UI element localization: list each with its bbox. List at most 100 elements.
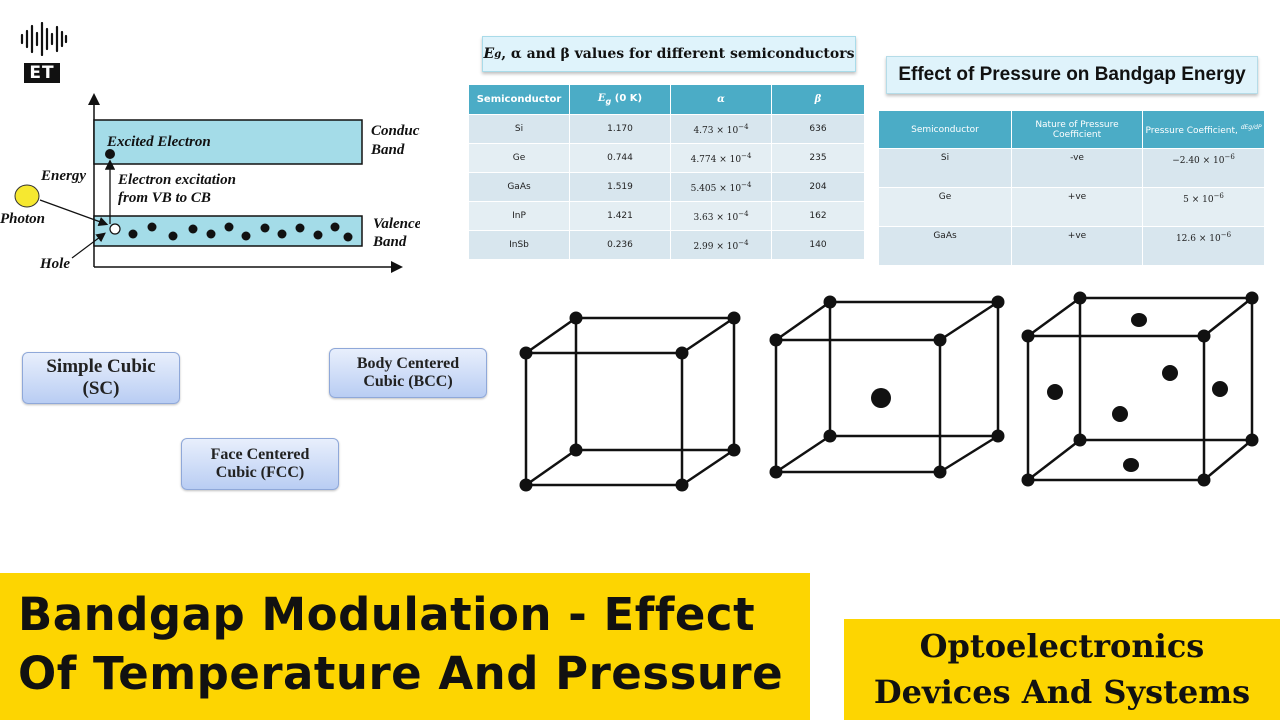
- excited-electron-label: Excited Electron: [106, 134, 211, 150]
- coef-exp: −6: [1213, 192, 1224, 200]
- table-cell: 4.73 × 10−4: [670, 114, 772, 144]
- table-cell: +ve: [1011, 226, 1143, 266]
- crystal-cubes: [519, 291, 1259, 492]
- table-cell: 2.99 × 10−4: [670, 230, 772, 260]
- table1-header: β: [771, 84, 865, 115]
- table-row: Si -ve −2.40 × 10−6: [878, 148, 1265, 188]
- table-row: Ge 0.744 4.774 × 10−4 235: [468, 143, 865, 173]
- bcc-cube: [774, 300, 1000, 474]
- excitation-label-1: Electron excitation: [117, 172, 236, 188]
- alpha-value: 4.774 × 10: [690, 154, 742, 165]
- table-cell: Si: [878, 148, 1012, 188]
- photon-label: Photon: [0, 211, 45, 227]
- coef-exp: −6: [1220, 231, 1232, 239]
- conduction-band-rect: [93, 119, 363, 165]
- table-cell: 1.421: [569, 201, 671, 231]
- alpha-value: 3.63 × 10: [693, 212, 739, 223]
- table-cell: 5.405 × 10−4: [670, 172, 772, 202]
- alpha-exp: −4: [741, 180, 752, 189]
- table-cell: 1.519: [569, 172, 671, 202]
- course-title-line-1: Optoelectronics: [919, 627, 1205, 665]
- table2-header: Nature of Pressure Coefficient: [1011, 110, 1143, 149]
- header-e-sub: g: [605, 97, 612, 106]
- table-cell: Si: [468, 114, 570, 144]
- hole-arrow: [71, 232, 106, 259]
- hole-label: Hole: [39, 256, 70, 272]
- alpha-value: 5.405 × 10: [690, 183, 742, 194]
- table1-header: Eg (0 K): [569, 84, 671, 115]
- table-cell: 636: [771, 114, 865, 144]
- face-centered-cubic-label: Face Centered Cubic (FCC): [181, 438, 339, 490]
- band-diagram: Excited Electron Conduction Band Energy …: [0, 93, 420, 273]
- header-e: E: [597, 93, 606, 104]
- table-cell: 0.236: [569, 230, 671, 260]
- table1-header: Semiconductor: [468, 84, 570, 115]
- table-cell: Ge: [878, 187, 1012, 227]
- table-cell: 5 × 10−6: [1142, 187, 1265, 227]
- fcc-cube: [1026, 296, 1254, 482]
- table-cell: 4.774 × 10−4: [670, 143, 772, 173]
- table1: Semiconductor Eg (0 K) α β Si 1.170 4.73…: [468, 84, 865, 260]
- conduction-band-label: Conduction: [371, 123, 420, 139]
- table-cell: 235: [771, 143, 865, 173]
- alpha-value: 4.73 × 10: [693, 125, 739, 136]
- table-cell: InSb: [468, 230, 570, 260]
- body-centered-cubic-label: Body Centered Cubic (BCC): [329, 348, 487, 398]
- table-cell: GaAs: [878, 226, 1012, 266]
- table-row: GaAs +ve 12.6 × 10−6: [878, 226, 1265, 266]
- table-row: InP 1.421 3.63 × 10−4 162: [468, 201, 865, 231]
- hole-circle: [109, 223, 121, 235]
- table-row: Si 1.170 4.73 × 10−4 636: [468, 114, 865, 144]
- table-cell: -ve: [1011, 148, 1143, 188]
- table-cell: 0.744: [569, 143, 671, 173]
- valence-band-label: Valence: [373, 216, 420, 232]
- table-row: GaAs 1.519 5.405 × 10−4 204: [468, 172, 865, 202]
- table2-title: Effect of Pressure on Bandgap Energy: [886, 56, 1258, 94]
- course-title-line-2: Devices And Systems: [873, 673, 1251, 711]
- table-cell: +ve: [1011, 187, 1143, 227]
- alpha-exp: −4: [741, 151, 752, 160]
- table2: Semiconductor Nature of Pressure Coeffic…: [878, 110, 1265, 266]
- excited-electron-dot: [105, 149, 115, 159]
- table-cell: 204: [771, 172, 865, 202]
- alpha-exp: −4: [738, 209, 749, 218]
- soundwave-icon: [20, 22, 68, 56]
- title-math-e: E: [483, 46, 495, 62]
- course-title-banner: Optoelectronics Devices And Systems: [844, 619, 1280, 720]
- photon-arrow: [39, 199, 109, 227]
- table-cell: 12.6 × 10−6: [1142, 226, 1265, 266]
- table-cell: 3.63 × 10−4: [670, 201, 772, 231]
- title-rest: , α and β values for different semicondu…: [501, 46, 855, 62]
- alpha-exp: −4: [738, 238, 749, 247]
- table-cell: −2.40 × 10−6: [1142, 148, 1265, 188]
- energy-label: Energy: [40, 168, 86, 184]
- table-cell: 162: [771, 201, 865, 231]
- conduction-band-label-2: Band: [370, 142, 405, 158]
- coef-value: 12.6 × 10: [1175, 234, 1221, 244]
- valence-electrons: [128, 222, 353, 242]
- table-cell: GaAs: [468, 172, 570, 202]
- alpha-exp: −4: [738, 122, 749, 131]
- table2-header: Semiconductor: [878, 110, 1012, 149]
- table-cell: Ge: [468, 143, 570, 173]
- table2-header: Pressure Coefficient, dEg/dP: [1142, 110, 1265, 149]
- logo-text: ET: [24, 63, 60, 83]
- coef-value: 5 × 10: [1183, 195, 1214, 205]
- table-cell: 140: [771, 230, 865, 260]
- header-text: Pressure Coefficient,: [1145, 125, 1241, 136]
- main-title-line-1: Bandgap Modulation - Effect: [18, 588, 756, 641]
- header-frac: dEg/dP: [1240, 123, 1262, 131]
- simple-cubic-label: Simple Cubic (SC): [22, 352, 180, 404]
- title-math-sub: g: [494, 48, 502, 60]
- header-unit: (0 K): [611, 93, 643, 104]
- simple-cubic-cube: [524, 316, 736, 487]
- coef-value: −2.40 × 10: [1172, 156, 1225, 166]
- main-title-banner: Bandgap Modulation - Effect Of Temperatu…: [0, 573, 810, 720]
- photon-icon: [14, 184, 40, 208]
- excitation-label-2: from VB to CB: [118, 190, 211, 206]
- valence-band-label-2: Band: [372, 234, 407, 250]
- coef-exp: −6: [1224, 153, 1235, 161]
- table-cell: InP: [468, 201, 570, 231]
- alpha-value: 2.99 × 10: [693, 241, 739, 252]
